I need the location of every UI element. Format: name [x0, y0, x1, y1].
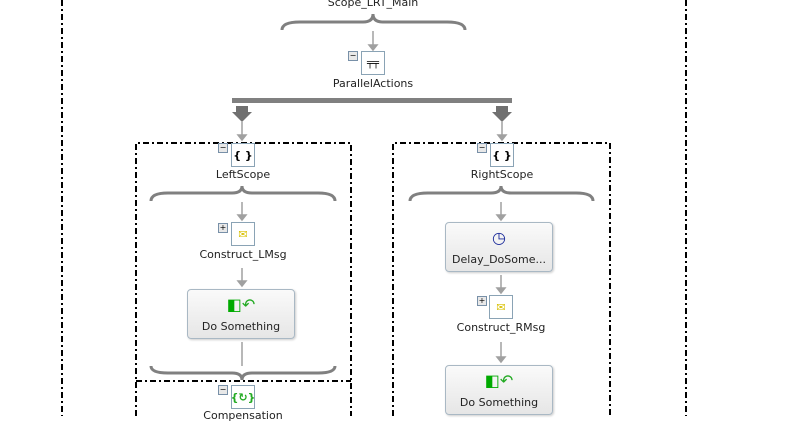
outer-scope-title: Scope_LRT_Main — [327, 0, 419, 9]
right-scope-label: RightScope — [470, 168, 534, 181]
do-something-right[interactable]: ◧↶ Do Something — [445, 365, 553, 415]
do-something-right-label: Do Something — [459, 396, 539, 409]
compensation-icon[interactable]: {↻} — [231, 385, 255, 409]
construct-message-icon[interactable]: ✉ — [489, 295, 513, 319]
collapse-toggle[interactable]: − — [218, 385, 228, 395]
delay-label: Delay_DoSome... — [452, 253, 546, 266]
collapse-toggle[interactable]: − — [477, 143, 487, 153]
delay-activity[interactable]: ◷ Delay_DoSome... — [445, 222, 553, 272]
send-receive-icon: ◧↶ — [484, 371, 514, 390]
construct-rmsg-label: Construct_RMsg — [456, 321, 546, 334]
parallel-icon[interactable]: ╤╤ — [361, 51, 385, 75]
scope-icon[interactable]: { } — [490, 143, 514, 167]
send-receive-icon: ◧↶ — [226, 295, 256, 314]
do-something-left-label: Do Something — [201, 320, 281, 333]
do-something-left[interactable]: ◧↶ Do Something — [187, 289, 295, 339]
left-scope-label: LeftScope — [215, 168, 271, 181]
expand-toggle[interactable]: + — [477, 296, 487, 306]
construct-message-icon[interactable]: ✉ — [231, 222, 255, 246]
parallel-label: ParallelActions — [332, 77, 414, 90]
expand-toggle[interactable]: + — [218, 223, 228, 233]
collapse-toggle[interactable]: − — [218, 143, 228, 153]
scope-icon[interactable]: { } — [231, 143, 255, 167]
collapse-toggle[interactable]: − — [348, 51, 358, 61]
clock-icon: ◷ — [492, 228, 506, 247]
construct-lmsg-label: Construct_LMsg — [199, 248, 287, 261]
